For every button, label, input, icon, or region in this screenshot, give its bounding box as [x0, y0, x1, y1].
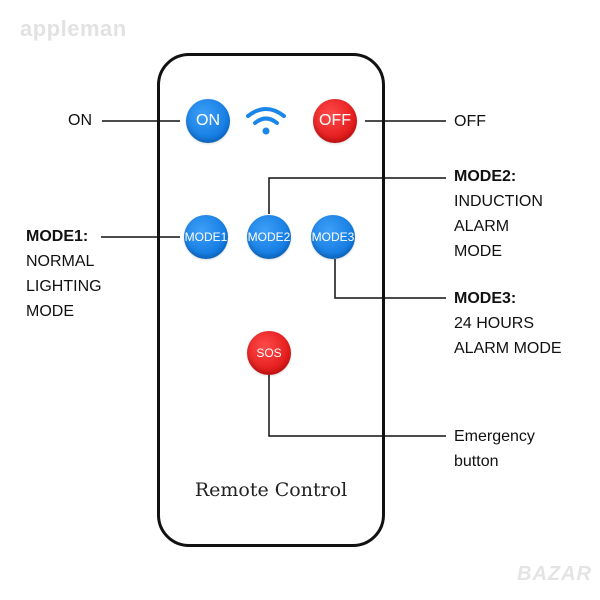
callout-mode2-title: MODE2: — [454, 168, 517, 185]
on-button[interactable]: ON — [186, 99, 230, 143]
callout-mode2-line: ALARM — [454, 218, 510, 235]
line-sos — [268, 375, 446, 437]
callout-mode1: MODE1: NORMAL LIGHTING MODE — [26, 224, 102, 324]
callout-mode1-line: NORMAL — [26, 253, 95, 270]
mode1-button[interactable]: MODE1 — [184, 215, 228, 259]
callout-off: OFF — [454, 113, 486, 130]
callout-sos-line: Emergency — [454, 428, 535, 445]
callout-mode3-title: MODE3: — [454, 290, 517, 307]
line-mode2 — [268, 177, 446, 214]
remote-label: Remote Control — [194, 479, 348, 501]
mode3-button[interactable]: MODE3 — [311, 215, 355, 259]
off-button[interactable]: OFF — [313, 99, 357, 143]
callout-mode3-line: ALARM MODE — [454, 340, 562, 357]
callout-mode2-line: INDUCTION — [454, 193, 543, 210]
callout-sos-line: button — [454, 453, 499, 470]
callout-mode3-line: 24 HOURS — [454, 315, 535, 332]
callout-mode1-line: MODE — [26, 303, 74, 320]
corner-watermark: BAZAR — [517, 563, 592, 585]
watermark: appleman — [20, 16, 127, 41]
callout-mode1-line: LIGHTING — [26, 278, 102, 295]
callout-on: ON — [68, 112, 92, 129]
callout-mode1-title: MODE1: — [26, 228, 89, 245]
mode2-button[interactable]: MODE2 — [247, 215, 291, 259]
callout-sos: Emergency button — [454, 424, 535, 474]
line-mode3 — [334, 259, 446, 299]
callout-mode2: MODE2: INDUCTION ALARM MODE — [454, 164, 543, 264]
sos-button[interactable]: SOS — [247, 331, 291, 375]
callout-mode2-line: MODE — [454, 243, 502, 260]
wifi-icon — [246, 107, 286, 135]
callout-mode3: MODE3: 24 HOURS ALARM MODE — [454, 286, 562, 361]
